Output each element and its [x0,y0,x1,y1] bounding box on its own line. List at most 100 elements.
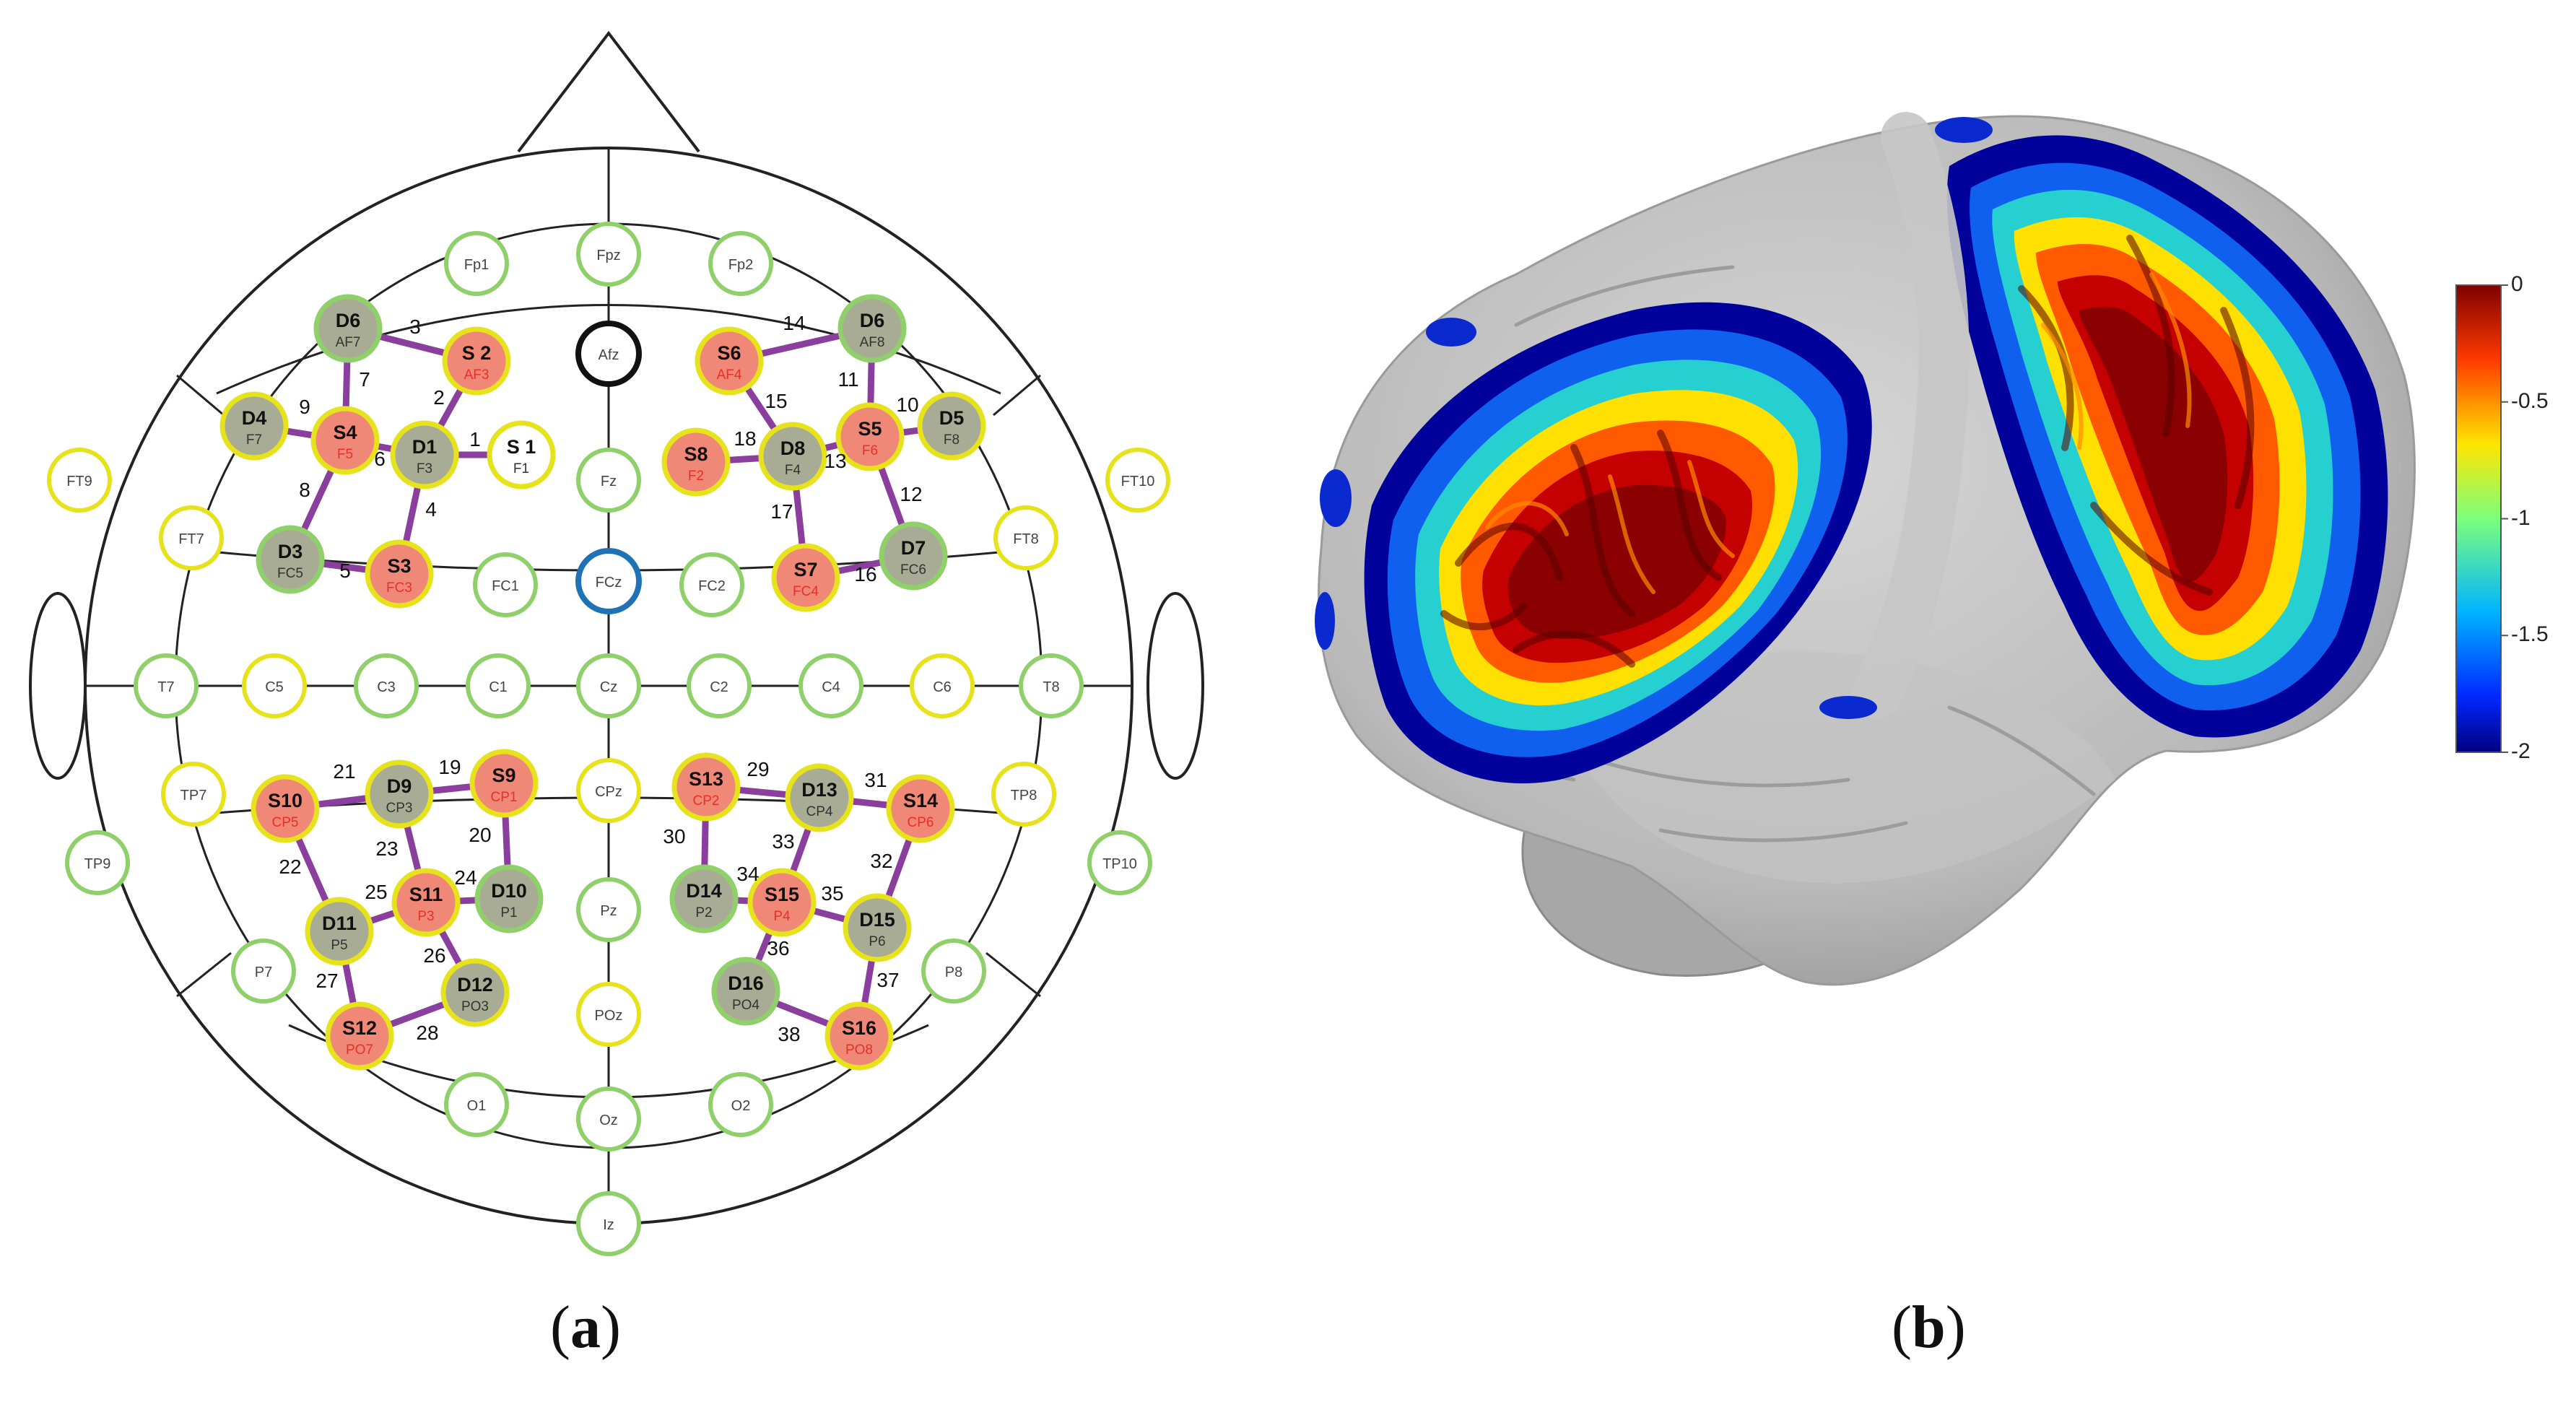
electrode-oz: Oz [576,1087,641,1151]
electrode-pz: Pz [576,877,641,942]
channel-number-10: 10 [896,393,918,416]
optode-site: PO7 [346,1042,373,1058]
optode-site: CP5 [272,815,299,830]
electrode-label: C4 [822,679,840,695]
channel-number-27: 27 [316,970,338,992]
electrode-label: CPz [595,784,622,800]
optode-site: F1 [513,461,529,476]
electrode-label: Fpz [596,248,620,264]
electrode-fpz: Fpz [576,222,641,287]
optode-site: P5 [331,938,347,953]
colorbar [2455,284,2508,753]
optode-site: F3 [417,461,432,476]
optode-site: AF8 [860,335,885,350]
electrode-c3: C3 [354,653,419,718]
electrode-fcz: FCz [575,548,642,614]
channel-number-5: 5 [339,560,351,582]
optode-id: D14 [686,880,722,902]
optode-site: FC4 [793,584,819,599]
colorbar-gradient [2455,284,2502,753]
colorbar-tick-label: 0 [2511,272,2523,296]
optode-site: CP4 [806,804,833,819]
electrode-label: C2 [710,679,728,695]
channel-number-6: 6 [374,448,386,470]
electrode-label: TP8 [1011,788,1037,804]
channel-number-16: 16 [854,563,876,585]
electrode-c6: C6 [910,653,975,718]
optode-id: S 2 [462,342,492,364]
optode-id: S8 [684,443,708,465]
channel-number-33: 33 [772,830,794,853]
electrode-label: O2 [731,1098,751,1114]
optode-id: D5 [939,407,965,429]
electrode-cz: Cz [576,653,641,718]
frontal-activation-map [1364,302,1872,784]
colorbar-tick-label: -2 [2511,739,2531,763]
channel-number-22: 22 [279,855,301,878]
electrode-poz: POz [576,982,641,1047]
electrode-ft9: FT9 [47,448,112,513]
optode-site: AF4 [717,367,742,383]
optode-site: CP6 [908,815,934,830]
channel-number-13: 13 [824,450,846,472]
channel-number-31: 31 [864,769,887,791]
optode-id: S14 [903,790,938,811]
optode-id: D3 [278,541,303,562]
electrode-label: FCz [596,575,622,591]
channel-number-8: 8 [299,479,310,501]
channel-number-21: 21 [333,760,355,783]
optode-site: PO3 [461,999,489,1014]
electrode-c4: C4 [799,653,863,718]
channel-number-2: 2 [433,386,445,409]
optode-id: S 1 [507,436,536,458]
electrode-fc1: FC1 [473,552,538,617]
electrode-label: Iz [603,1217,614,1233]
channel-number-36: 36 [767,937,789,959]
optode-id: D10 [491,880,527,902]
channel-number-32: 32 [870,850,892,872]
colorbar-tick-label: -0.5 [2511,388,2549,413]
optode-s1-f1: S 1F1 [487,420,556,489]
optode-site: P4 [773,909,791,924]
optode-site: F8 [944,432,960,448]
electrode-label: POz [595,1008,623,1024]
colorbar-tick-label: -1.5 [2511,622,2549,647]
electrode-tp8: TP8 [991,762,1056,827]
channel-number-34: 34 [736,863,759,885]
channel-number-12: 12 [900,483,922,505]
electrode-label: C3 [377,679,396,695]
radial-line-2 [993,374,1041,417]
electrode-label: Pz [600,903,617,919]
electrode-o2: O2 [708,1072,773,1137]
electrode-label: FC2 [698,578,726,594]
electrode-ft8: FT8 [993,505,1058,570]
electrode-label: O1 [467,1098,487,1114]
electrode-ft7: FT7 [159,505,224,570]
optode-site: CP1 [491,790,518,805]
optode-site: FC3 [386,580,412,596]
optode-id: S11 [409,884,443,905]
optode-site: FC6 [900,562,926,578]
optode-id: S13 [689,768,723,790]
optode-id: S9 [492,765,515,786]
optode-id: D16 [728,972,764,994]
optode-site: FC5 [277,566,303,581]
channel-number-24: 24 [454,866,477,889]
channel-number-26: 26 [423,944,445,967]
electrode-t8: T8 [1019,653,1084,718]
